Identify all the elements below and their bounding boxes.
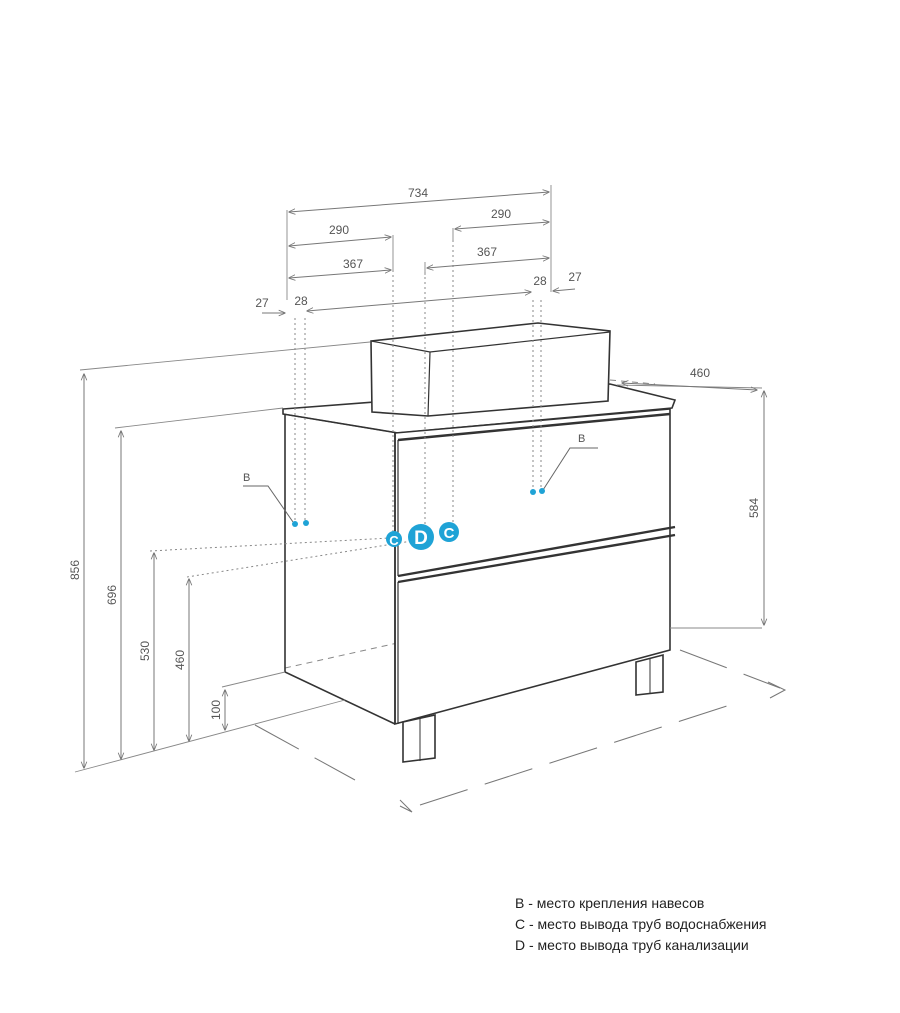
- dimension-arrows: [83, 192, 764, 768]
- legend-item-d: D - место вывода труб канализации: [515, 937, 749, 953]
- dim-depth: 460: [690, 366, 710, 380]
- dotted-projections: [149, 240, 542, 578]
- dim-center-right: 367: [477, 245, 497, 259]
- marker-c1-label: C: [389, 533, 399, 548]
- water-pipe-marker-icon: [439, 522, 459, 542]
- basin: [370, 322, 611, 417]
- pipe-markers: C D C: [386, 522, 459, 550]
- mount-point-icon: [539, 488, 545, 494]
- leg-front: [402, 714, 436, 763]
- legend-item-b: B - место крепления навесов: [515, 895, 705, 911]
- dim-height-legs: 100: [209, 700, 223, 720]
- dim-offset-28-left: 28: [294, 294, 308, 308]
- dim-half-right: 290: [491, 207, 511, 221]
- mount-point-icon: [530, 489, 536, 495]
- dim-offset-28-right: 28: [533, 274, 547, 288]
- marker-b-left-label: B: [243, 472, 250, 484]
- marker-d-label: D: [414, 528, 428, 549]
- legend-item-c: C - место вывода труб водоснабжения: [515, 916, 767, 932]
- dim-overall-width: 734: [408, 186, 428, 200]
- marker-b-right-label: B: [578, 433, 585, 445]
- callout-b-right: B: [530, 433, 598, 495]
- water-pipe-marker-icon: [386, 531, 402, 547]
- cabinet: [282, 383, 677, 763]
- callout-b-left: B: [243, 472, 309, 527]
- dim-half-left: 290: [329, 223, 349, 237]
- drain-pipe-marker-icon: [408, 524, 434, 550]
- floor-footprint: [254, 649, 781, 806]
- dim-height-530: 530: [138, 641, 152, 661]
- upper-drawer-handle: [397, 412, 671, 442]
- dim-height-total: 856: [68, 560, 82, 580]
- floor-corners: [399, 681, 787, 813]
- lower-drawer-handle: [397, 533, 676, 584]
- dim-center-left: 367: [343, 257, 363, 271]
- legend: B - место крепления навесов C - место вы…: [515, 893, 766, 956]
- dim-height-460: 460: [173, 650, 187, 670]
- dimension-labels: 734 290 290 367 367 27 28 28 27 460 856 …: [68, 186, 761, 720]
- dim-height-top: 696: [105, 585, 119, 605]
- dim-offset-27-left: 27: [255, 296, 269, 310]
- mount-point-icon: [303, 520, 309, 526]
- mount-point-icon: [292, 521, 298, 527]
- dim-offset-27-right: 27: [568, 270, 582, 284]
- dim-height-584: 584: [747, 498, 761, 518]
- marker-c2-label: C: [444, 525, 455, 542]
